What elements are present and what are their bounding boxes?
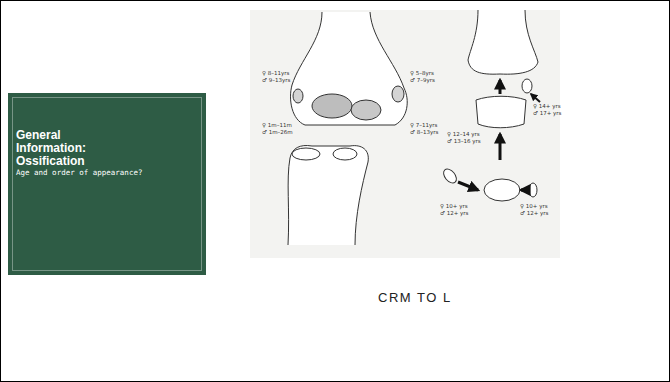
arrow bbox=[458, 182, 478, 190]
age-label: ♂ 1m–26m bbox=[262, 129, 293, 136]
trochlea-center bbox=[351, 100, 381, 120]
age-label: ♂ 8–13yrs bbox=[410, 129, 438, 136]
age-label: ♀ 12–14 yrs bbox=[447, 131, 480, 138]
olecranon bbox=[333, 148, 357, 160]
age-label: ♀ 10+ yrs bbox=[520, 203, 548, 210]
arrow bbox=[499, 134, 502, 160]
age-label: ♀ 5–8yrs bbox=[410, 70, 434, 77]
middle-bone bbox=[476, 96, 526, 128]
age-label: ♂ 17+ yrs bbox=[533, 110, 561, 117]
title-band: General Information: OssificationAge and… bbox=[8, 93, 206, 275]
lateral-epicondyle bbox=[293, 89, 303, 103]
slide-subheading: Age and order of appearance? bbox=[16, 168, 204, 177]
slide-heading: General Information: Ossification bbox=[16, 129, 101, 168]
arrow bbox=[499, 80, 502, 94]
age-label: ♀ 8–11yrs bbox=[262, 70, 289, 77]
small-fragment bbox=[522, 79, 532, 93]
age-label: ♀ 7–11yrs bbox=[410, 122, 437, 129]
arrow bbox=[531, 94, 540, 102]
humerus-outline bbox=[291, 12, 408, 125]
age-label: ♂ 12+ yrs bbox=[520, 210, 548, 217]
age-label: ♂ 9–13yrs bbox=[262, 77, 290, 84]
figure-background bbox=[250, 10, 560, 258]
inner-frame bbox=[12, 97, 202, 271]
upper-bone bbox=[468, 10, 538, 74]
medial-epicondyle bbox=[392, 86, 404, 102]
right-fragment bbox=[529, 183, 537, 197]
age-label: ♀ 1m–11m bbox=[262, 122, 292, 129]
age-label: ♂ 13–16 yrs bbox=[447, 138, 481, 145]
bone-drawings bbox=[288, 10, 538, 245]
age-label: ♂ 12+ yrs bbox=[440, 210, 468, 217]
arrow bbox=[521, 189, 528, 192]
caption: CRM TO L bbox=[378, 290, 452, 305]
age-label: ♀ 14+ yrs bbox=[533, 103, 561, 110]
capitellum-center bbox=[312, 94, 352, 118]
age-label: ♂ 7–9yrs bbox=[410, 77, 435, 84]
forearm-outline bbox=[288, 146, 368, 246]
left-fragment bbox=[441, 167, 459, 186]
lower-bone bbox=[484, 179, 520, 201]
radial-head bbox=[292, 148, 320, 160]
age-label: ♀ 10+ yrs bbox=[440, 203, 468, 210]
